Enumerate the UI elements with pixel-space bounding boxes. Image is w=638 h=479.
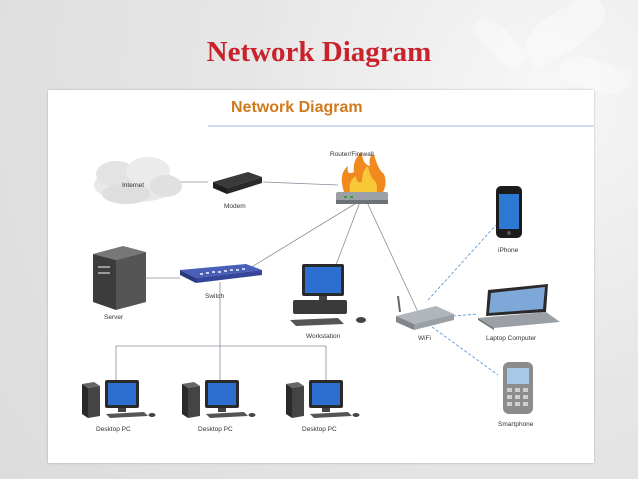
switch-label: Switch [205,293,225,300]
wireless-links [427,224,499,376]
link-router-workstation [333,201,361,271]
internet-cloud-icon [94,157,182,204]
laptop-icon [478,284,560,330]
workstation-label: Workstation [306,333,341,340]
server-icon [93,246,146,310]
wifi-label: WiFi [418,335,431,342]
desktop-pc-icon [286,380,360,418]
workstation-icon [290,264,366,326]
link-wifi-smartphone [427,323,499,376]
header-background [208,92,594,130]
link-wifi-laptop [452,313,479,317]
modem-label: Modem [224,203,246,210]
desktop-pc-icon [182,380,256,418]
router-firewall-icon [336,152,388,204]
network-diagram: Network Diagram [82,92,594,433]
desktop1-label: Desktop PC [96,426,131,433]
router-label: Router/Firewall [330,151,374,158]
iphone-icon [496,186,522,238]
link-router-switch [249,201,359,269]
modem-icon [213,172,262,194]
smartphone-label: Smartphone [498,421,534,428]
server-label: Server [104,314,124,321]
slide-title: Network Diagram [206,36,432,68]
link-router-wifi [365,199,419,313]
desktop-pc-icon [82,380,156,418]
desktop3-label: Desktop PC [302,426,337,433]
link-modem-router [262,181,339,186]
wired-links [115,181,419,380]
link-wifi-iphone [427,224,497,301]
iphone-label: iPhone [498,247,519,254]
switch-icon [180,264,262,283]
wifi-router-icon [396,295,454,330]
desktop2-label: Desktop PC [198,426,233,433]
laptop-label: Laptop Computer [486,335,537,342]
diagram-header: Network Diagram [231,99,363,116]
smartphone-icon [503,362,533,414]
diagram-card: Network Diagram [48,90,594,463]
internet-label: Internet [122,182,144,189]
